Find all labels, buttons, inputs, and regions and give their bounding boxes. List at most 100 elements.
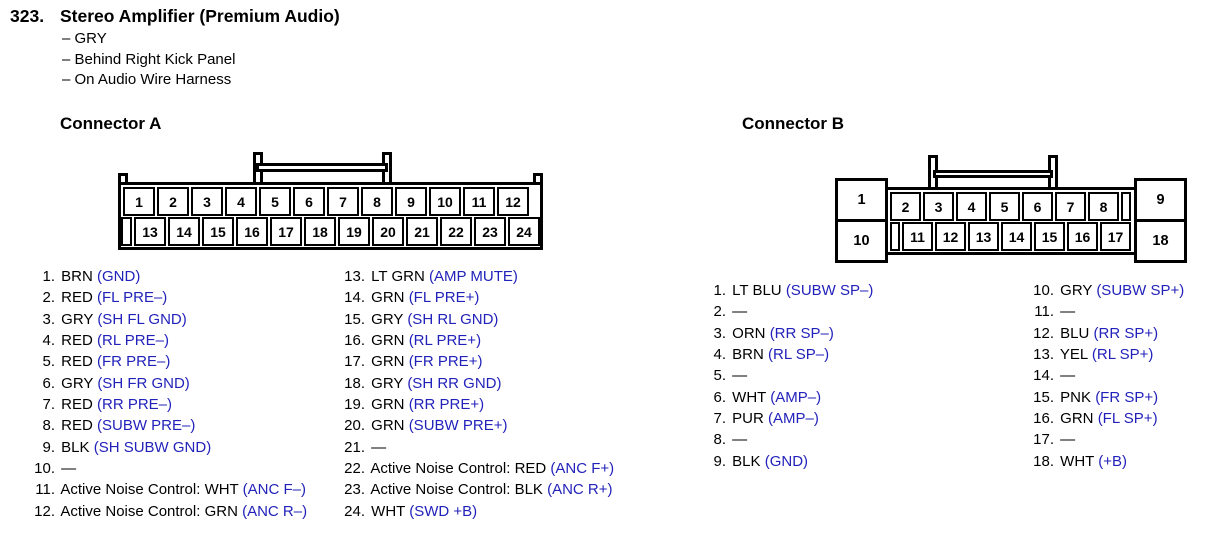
pin-signal: (FL PRE+) bbox=[408, 289, 480, 307]
pin-cell: 21 bbox=[406, 217, 438, 246]
pin-wire-color: GRY bbox=[61, 310, 94, 328]
pin-cell: 22 bbox=[440, 217, 472, 246]
pin-row: 5. RED (FR PRE–) bbox=[15, 353, 307, 374]
pin-cell: 11 bbox=[463, 187, 495, 216]
pin-wire-color: Active Noise Control: BLK bbox=[370, 481, 543, 499]
pin-number: 7. bbox=[42, 396, 55, 414]
pin-row: 20. GRN (SUBW PRE+) bbox=[325, 417, 614, 438]
pin-number: 12. bbox=[34, 502, 55, 520]
pin-signal: (ANC R–) bbox=[242, 502, 308, 520]
detail-line: – GRY bbox=[62, 30, 107, 47]
pin-number: 2. bbox=[42, 289, 55, 307]
pin-signal: (FR SP+) bbox=[1095, 388, 1159, 406]
pin-row: 2. — bbox=[686, 303, 873, 324]
pin-cell: 5 bbox=[259, 187, 291, 216]
pin-cell: 15 bbox=[1034, 222, 1065, 251]
pin-number: 1. bbox=[42, 268, 55, 285]
detail-line: – Behind Right Kick Panel bbox=[62, 50, 236, 68]
connector-a-pin-list-col2: 13. LT GRN (AMP MUTE) 14. GRN (FL PRE+) … bbox=[325, 268, 614, 524]
pin-wire-color: Active Noise Control: RED bbox=[370, 460, 547, 478]
pin-cell: 2 bbox=[890, 192, 921, 221]
connector-a-body: 1 2 3 4 5 6 7 8 9 10 11 12 13 14 15 16 1… bbox=[118, 182, 543, 250]
pin-cell: 10 bbox=[429, 187, 461, 216]
pin-wire-color: WHT bbox=[1060, 452, 1095, 470]
pin-number: 16. bbox=[1033, 410, 1054, 428]
pin-cell: 1 bbox=[123, 187, 155, 216]
pin-row: 15. GRY (SH RL GND) bbox=[325, 311, 614, 332]
pin-row: 14. GRN (FL PRE+) bbox=[325, 289, 614, 310]
pin-number: 2. bbox=[713, 303, 726, 321]
pin-wire-color: RED bbox=[61, 417, 93, 435]
component-details: – GRY – Behind Right Kick Panel – On Aud… bbox=[62, 29, 235, 91]
pin-wire-color: GRN bbox=[1060, 410, 1094, 428]
pin-cell: 17 bbox=[1100, 222, 1131, 251]
pin-signal: (ANC F–) bbox=[242, 481, 306, 499]
pin-row: 16. GRN (RL PRE+) bbox=[325, 332, 614, 353]
connector-b-right-block: 9 18 bbox=[1134, 178, 1187, 263]
pin-row: 13. YEL (RL SP+) bbox=[1014, 346, 1184, 367]
pin-wire-color: GRN bbox=[371, 417, 405, 435]
pin-signal: (AMP–) bbox=[770, 388, 822, 406]
pin-wire-color: — bbox=[61, 460, 77, 478]
pin-wire-color: — bbox=[732, 367, 748, 385]
pin-row: 8. RED (SUBW PRE–) bbox=[15, 417, 307, 438]
connector-b-body: 2 3 4 5 6 7 8 11 12 13 14 15 16 17 bbox=[885, 187, 1137, 255]
pin-wire-color: RED bbox=[61, 289, 93, 307]
pin-signal: (ANC F+) bbox=[550, 460, 615, 478]
pin-row: 12. BLU (RR SP+) bbox=[1014, 325, 1184, 346]
pin-number: 9. bbox=[713, 452, 726, 470]
pin-wire-color: ORN bbox=[732, 324, 766, 342]
pin-number: 14. bbox=[1033, 367, 1054, 385]
pin-wire-color: — bbox=[732, 431, 748, 449]
pin-signal: (FL SP+) bbox=[1097, 410, 1158, 428]
pin-number: 6. bbox=[713, 388, 726, 406]
pin-signal: (RL PRE–) bbox=[97, 332, 169, 350]
pin-number: 4. bbox=[42, 332, 55, 350]
pin-number: 11. bbox=[1034, 303, 1054, 321]
connector-b-pin-list-col2: 10. GRY (SUBW SP+) 11. — 12. BLU (RR SP+… bbox=[1014, 282, 1184, 474]
pin-number: 6. bbox=[42, 374, 55, 392]
pin-signal: (FR PRE–) bbox=[97, 353, 171, 371]
pin-signal: (RL SP+) bbox=[1091, 346, 1154, 364]
pin-number: 18. bbox=[1033, 452, 1054, 470]
pin-signal: (AMP MUTE) bbox=[428, 268, 518, 285]
pin-signal: (RR SP+) bbox=[1093, 324, 1159, 342]
connector-b-top-row: 2 3 4 5 6 7 8 bbox=[890, 192, 1131, 221]
pin-row: 18. GRY (SH RR GND) bbox=[325, 375, 614, 396]
pin-row: 7. PUR (AMP–) bbox=[686, 410, 873, 431]
pin-row: 15. PNK (FR SP+) bbox=[1014, 389, 1184, 410]
pin-number: 5. bbox=[42, 353, 55, 371]
pin-signal: (SUBW PRE+) bbox=[408, 417, 508, 435]
pin-cell: 3 bbox=[923, 192, 954, 221]
pin-cell: 10 bbox=[835, 219, 888, 263]
pin-number: 10. bbox=[1033, 282, 1054, 299]
pin-cell: 14 bbox=[168, 217, 200, 246]
pin-wire-color: GRY bbox=[1060, 282, 1093, 299]
pin-row: 4. RED (RL PRE–) bbox=[15, 332, 307, 353]
pin-cell: 18 bbox=[1134, 219, 1187, 263]
pin-number: 22. bbox=[344, 460, 365, 478]
pin-row: 6. GRY (SH FR GND) bbox=[15, 375, 307, 396]
pin-wire-color: LT GRN bbox=[371, 268, 425, 285]
pin-signal: (FR PRE+) bbox=[408, 353, 483, 371]
pin-wire-color: GRN bbox=[371, 332, 405, 350]
pin-signal: (SUBW SP–) bbox=[785, 282, 874, 299]
pin-wire-color: BRN bbox=[732, 346, 764, 364]
connector-a-diagram: 1 2 3 4 5 6 7 8 9 10 11 12 13 14 15 16 1… bbox=[118, 150, 544, 252]
pin-row: 11. Active Noise Control: WHT (ANC F–) bbox=[15, 481, 307, 502]
pin-row: 8. — bbox=[686, 431, 873, 452]
pin-cell: 11 bbox=[902, 222, 933, 251]
pin-cell: 14 bbox=[1001, 222, 1032, 251]
pin-cell: 13 bbox=[968, 222, 999, 251]
connector-b-left-block: 1 10 bbox=[835, 178, 888, 263]
pin-cell: 12 bbox=[935, 222, 966, 251]
pin-signal: (SH RR GND) bbox=[407, 374, 502, 392]
pin-number: 16. bbox=[344, 332, 365, 350]
pin-wire-color: RED bbox=[61, 396, 93, 414]
pin-wire-color: BLK bbox=[61, 438, 90, 456]
pin-row: 22. Active Noise Control: RED (ANC F+) bbox=[325, 460, 614, 481]
pin-number: 19. bbox=[344, 396, 365, 414]
connector-b-bottom-row: 11 12 13 14 15 16 17 bbox=[890, 222, 1131, 251]
pin-number: 8. bbox=[713, 431, 726, 449]
